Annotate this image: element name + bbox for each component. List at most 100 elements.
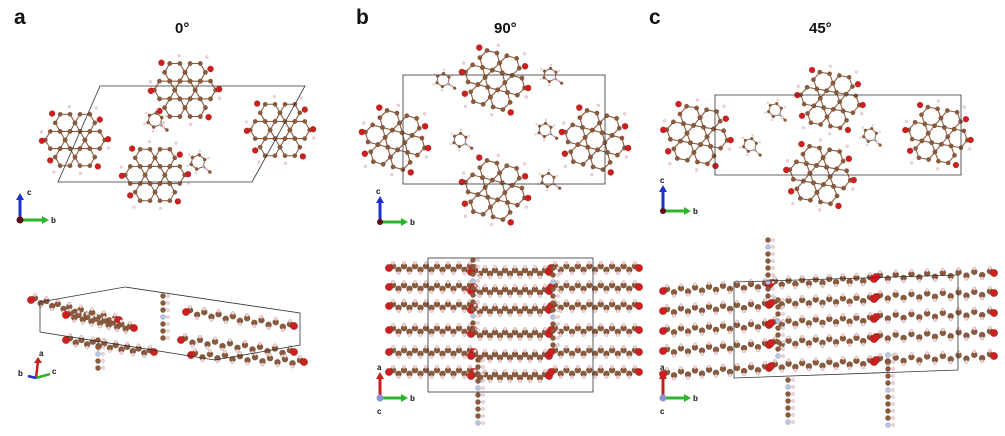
cation-molecule <box>432 68 457 92</box>
cation-edge <box>550 265 560 348</box>
stacked-molecule-edge <box>766 312 878 330</box>
cation-edge <box>160 293 170 341</box>
panel-letter-a: a <box>14 6 26 29</box>
cation-edge <box>775 297 785 359</box>
panel-letter-b: b <box>356 6 369 29</box>
pah-molecule <box>783 138 857 212</box>
stacked-molecule-edge <box>546 261 644 275</box>
pah-molecule <box>243 95 317 165</box>
unit-cell-c-top <box>714 94 962 176</box>
stacked-molecule-edge <box>871 266 999 284</box>
stacked-molecule-edge <box>546 323 644 337</box>
stacked-molecule-edge <box>546 345 644 359</box>
stacked-molecule-edge <box>466 303 553 317</box>
stacked-molecule-edge <box>871 349 999 367</box>
pah-molecule <box>558 103 632 177</box>
axis-label-c-b-bottom: c <box>377 407 382 416</box>
unit-cell-b-top <box>402 74 606 185</box>
molecule-packing-side-c <box>658 237 999 428</box>
axis-triad-b-bottom: a b c <box>376 363 415 416</box>
angle-label-a: 0° <box>175 20 190 37</box>
unit-cell-a-top <box>57 85 306 183</box>
axis-label-c-c-bottom: c <box>660 407 665 416</box>
stacked-molecule-edge <box>871 286 999 304</box>
stacked-molecule-edge <box>658 318 773 338</box>
stacked-molecule-edge <box>385 323 478 337</box>
molecule-packing-top-a <box>38 53 317 210</box>
axis-label-c-c-top: c <box>660 176 665 185</box>
cation-edge <box>885 352 895 428</box>
cation-molecule <box>534 118 559 142</box>
stacked-molecule-edge <box>62 333 158 359</box>
stacked-molecule-edge <box>466 349 553 363</box>
cation-edge <box>95 337 105 371</box>
cation-edge <box>475 357 485 426</box>
axis-label-a-a-bottom: a <box>39 349 44 358</box>
molecule-packing-side-b <box>385 257 644 426</box>
stacked-molecule-edge <box>385 299 478 313</box>
pah-molecule <box>794 64 866 136</box>
pah-molecule <box>358 103 432 177</box>
stacked-molecule-edge <box>871 326 999 344</box>
axis-label-b-c-top: b <box>693 207 698 216</box>
stacked-molecule-edge <box>766 355 878 373</box>
axis-triad-a-top: c b <box>16 188 56 225</box>
cation-molecule <box>539 63 564 87</box>
stacked-molecule-edge <box>62 308 138 334</box>
cation-edge <box>765 237 775 299</box>
stacked-molecule-edge <box>546 299 644 313</box>
stacked-molecule-edge <box>766 272 878 290</box>
molecule-packing-top-c <box>660 64 974 212</box>
stacked-molecule-edge <box>385 345 478 359</box>
molecule-packing-side-a <box>27 293 309 371</box>
axis-label-b-b-bottom: b <box>410 394 415 403</box>
pah-molecule <box>147 53 223 127</box>
stacked-molecule-edge <box>466 284 553 298</box>
cation-edge <box>470 257 480 333</box>
stacked-molecule-edge <box>658 298 773 318</box>
cation-molecule <box>449 128 474 152</box>
stacked-molecule-edge <box>176 333 299 359</box>
pah-molecule <box>458 43 532 117</box>
axis-label-a-b-bottom: a <box>377 363 382 372</box>
angle-label-c: 45° <box>809 20 832 37</box>
axis-label-c-a-top: c <box>27 188 32 197</box>
axis-label-b-a-top: b <box>51 216 56 225</box>
cation-molecule <box>186 149 212 175</box>
molecule-packing-top-b <box>358 43 632 227</box>
pah-molecule <box>458 153 532 227</box>
cation-molecule <box>763 98 787 122</box>
axis-label-a-c-bottom: a <box>660 363 665 372</box>
crystal-structure-b: c b a b c <box>358 43 644 426</box>
stacked-molecule-edge <box>871 306 999 324</box>
stacked-molecule-edge <box>658 338 773 358</box>
pah-molecule <box>902 99 974 171</box>
pah-molecule <box>118 140 192 210</box>
axis-triad-c-bottom: a b c <box>659 363 698 416</box>
cation-molecule <box>858 123 882 147</box>
stacked-molecule-edge <box>181 305 299 332</box>
panel-a: a 0° c b a c b <box>0 0 335 436</box>
axis-triad-b-top: c b <box>376 187 415 227</box>
axis-triad-a-bottom: a c b <box>18 349 57 380</box>
unit-cell-a-side <box>39 286 301 361</box>
cation-molecule <box>537 168 562 192</box>
cation-edge <box>785 377 795 425</box>
stacked-molecule-edge <box>186 348 309 369</box>
axis-label-c-b-top: c <box>376 187 381 196</box>
stacked-molecule-edge <box>466 327 553 341</box>
cation-molecule <box>738 133 762 157</box>
unit-cell-c-side <box>733 274 959 379</box>
axis-label-b-c-bottom: b <box>693 394 698 403</box>
axis-triad-c-top: c b <box>659 176 698 216</box>
axis-label-b-b-top: b <box>410 218 415 227</box>
stacked-molecule-edge <box>546 365 644 379</box>
panel-c: c 45° c b a b c <box>649 0 1005 436</box>
crystal-structure-a: c b a c b <box>16 53 317 380</box>
stacked-molecule-edge <box>385 280 478 294</box>
axis-label-c-a-bottom: c <box>52 367 57 376</box>
panel-letter-c: c <box>649 6 661 29</box>
stacked-molecule-edge <box>385 261 478 275</box>
stacked-molecule-edge <box>466 265 553 279</box>
unit-cell-b-side <box>427 257 594 393</box>
